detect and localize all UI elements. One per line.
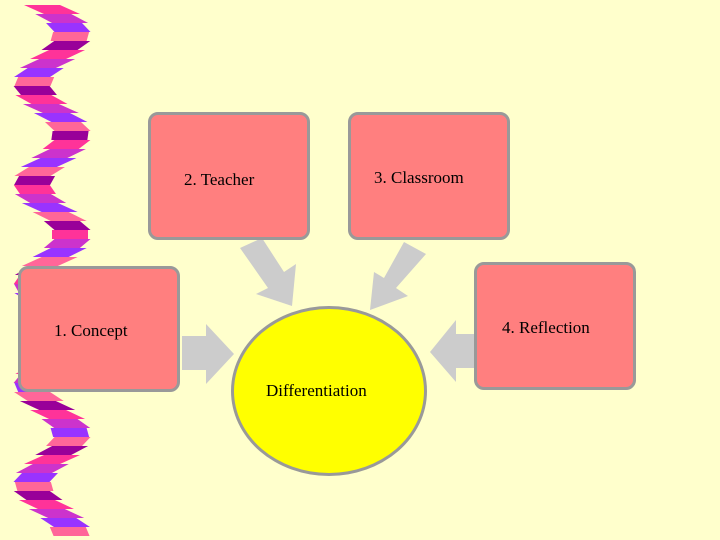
ribbon-stripe — [14, 176, 56, 185]
ribbon-stripe — [13, 185, 56, 194]
ribbon-stripe — [24, 5, 80, 14]
node-label-concept: 1. Concept — [54, 321, 128, 340]
ribbon-stripe — [14, 194, 67, 203]
node-box-concept — [18, 266, 180, 392]
ribbon-stripe — [35, 446, 89, 455]
ribbon-stripe — [20, 158, 77, 167]
node-box-teacher — [148, 112, 310, 240]
ribbon-stripe — [24, 455, 80, 464]
ribbon-stripe — [32, 212, 87, 221]
center-label: Differentiation — [266, 381, 367, 400]
ribbon-stripe — [19, 401, 76, 410]
ribbon-stripe — [14, 68, 64, 77]
ribbon-stripe — [51, 131, 89, 140]
node-label-classroom: 3. Classroom — [374, 168, 464, 187]
ribbon-stripe — [46, 23, 91, 32]
ribbon-stripe — [31, 149, 86, 158]
ribbon-stripe — [52, 230, 88, 239]
ribbon-stripe — [13, 86, 57, 95]
ribbon-stripe — [28, 509, 85, 518]
ribbon-stripe — [30, 410, 86, 419]
ribbon-stripe — [22, 104, 79, 113]
ribbon-stripe — [40, 518, 90, 527]
ribbon-stripe — [14, 392, 64, 401]
arrow-reflection-to-center — [430, 320, 476, 382]
arrow-classroom-to-center — [370, 242, 426, 310]
center-ellipse — [231, 306, 427, 476]
ribbon-stripe — [15, 464, 69, 473]
node-label-teacher: 2. Teacher — [184, 170, 255, 189]
ribbon-stripe — [50, 428, 90, 437]
ribbon-stripe — [49, 527, 90, 536]
ribbon-stripe — [46, 437, 91, 446]
ribbon-stripe — [18, 500, 74, 509]
ribbon-stripe — [33, 113, 88, 122]
ribbon-stripe — [43, 239, 91, 248]
node-box-classroom — [348, 112, 510, 240]
ribbon-stripe — [50, 32, 90, 41]
ribbon-stripe — [15, 95, 68, 104]
ribbon-stripe — [19, 59, 76, 68]
arrow-teacher-to-center — [240, 238, 296, 306]
ribbon-stripe — [35, 14, 89, 23]
ribbon-stripe — [21, 257, 78, 266]
ribbon-stripe — [41, 419, 91, 428]
ribbon-stripe — [43, 221, 91, 230]
ribbon-stripe — [32, 248, 87, 257]
ribbon-stripe — [14, 77, 55, 86]
ribbon-stripe — [13, 491, 63, 500]
ribbon-stripe — [14, 167, 65, 176]
arrow-concept-to-center — [182, 324, 234, 384]
ribbon-stripe — [42, 140, 91, 149]
ribbon-stripe — [14, 482, 54, 491]
node-label-reflection: 4. Reflection — [502, 318, 590, 337]
ribbon-stripe — [21, 203, 78, 212]
ribbon-stripe — [30, 50, 86, 59]
node-box-reflection — [474, 262, 636, 390]
ribbon-stripe — [41, 41, 91, 50]
ribbon-stripe — [13, 473, 58, 482]
ribbon-stripe — [44, 122, 91, 131]
